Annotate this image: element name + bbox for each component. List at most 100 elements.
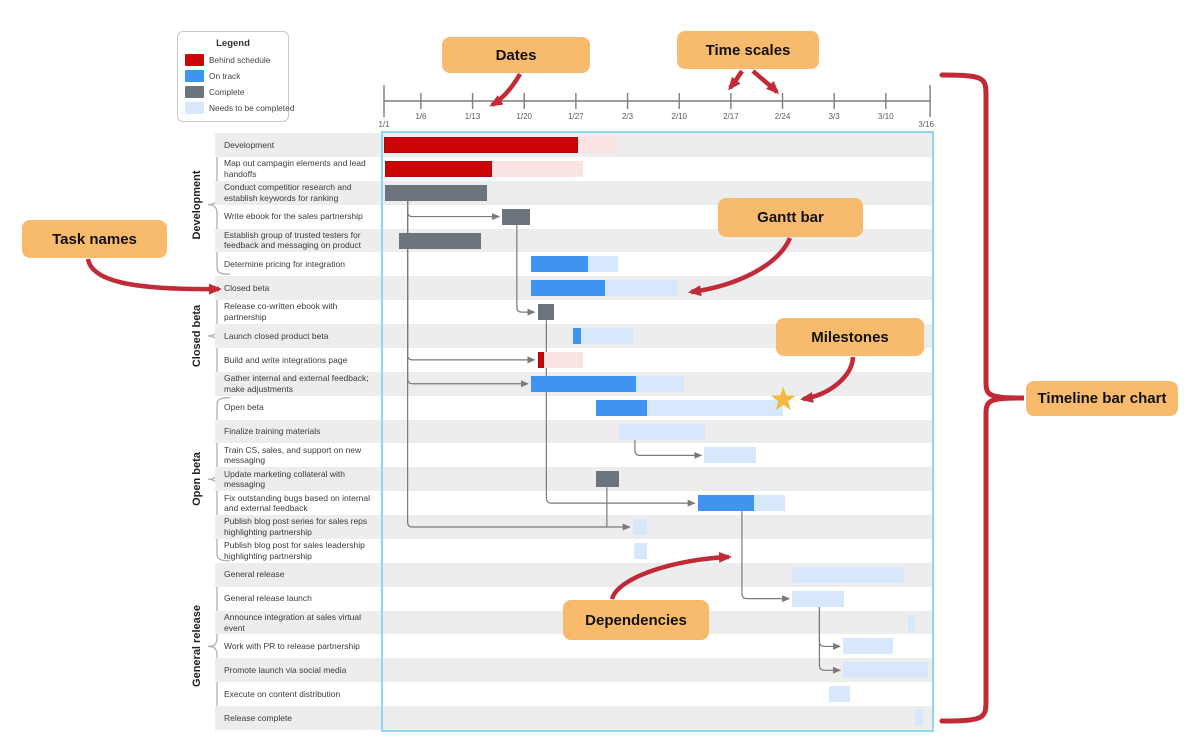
task-names-arrow xyxy=(85,258,222,295)
task-label: Gather internal and external feedback; m… xyxy=(224,373,369,394)
legend-swatch-ontrack xyxy=(185,70,204,82)
gantt-bar-todo xyxy=(587,256,618,273)
task-label: Release co-written ebook with partnershi… xyxy=(224,301,338,323)
task-label: Publish blog post series for sales reps … xyxy=(224,516,368,538)
gantt-bar-todo xyxy=(618,423,706,440)
chart-row xyxy=(383,467,932,492)
gantt-bar-todo xyxy=(792,590,844,607)
time-scales-arrow-left xyxy=(728,69,744,91)
gantt-bar-todo xyxy=(843,638,894,655)
legend-item: Complete xyxy=(185,86,281,98)
legend-item: Behind schedule xyxy=(185,54,281,66)
task-row: Announce integration at sales virtual ev… xyxy=(215,610,382,635)
gantt-bar-todo xyxy=(634,542,648,559)
gantt-bar-todo xyxy=(907,614,916,631)
gantt-bar-behind_light xyxy=(578,137,616,153)
group-label-open-beta: Open beta xyxy=(191,452,203,507)
legend-swatch-complete xyxy=(185,86,204,98)
legend-swatch-todo xyxy=(185,102,204,114)
task-row: Publish blog post series for sales reps … xyxy=(215,515,382,539)
time-scales-arrow-right xyxy=(751,69,780,95)
task-row: Conduct competitior research and establi… xyxy=(215,180,382,205)
task-label: General release xyxy=(224,569,285,580)
gantt-bar-todo xyxy=(581,328,633,345)
task-label: General release launch xyxy=(224,593,312,604)
axis-tick-label: 2/3 xyxy=(621,112,634,121)
legend-item: On track xyxy=(185,70,281,82)
gantt-bar-behind xyxy=(537,351,545,368)
task-label: Release complete xyxy=(224,712,293,723)
dependency-connector xyxy=(741,511,791,603)
dependency-connector xyxy=(634,439,703,459)
axis-tick-label: 2/24 xyxy=(774,112,791,121)
axis-tick-label: 2/10 xyxy=(671,112,687,121)
gantt-bar-complete xyxy=(385,184,488,201)
task-row: General release launch xyxy=(215,587,382,611)
callout-timeline-bar-chart: Timeline bar chart xyxy=(1026,381,1178,416)
callout-time-scales: Time scales xyxy=(677,31,819,69)
gantt-bar-complete xyxy=(399,232,482,249)
gantt-bar-behind xyxy=(384,137,579,153)
task-row: Development xyxy=(215,133,382,157)
gantt-bar-todo xyxy=(792,566,905,583)
gantt-bar-todo xyxy=(829,686,851,703)
gantt-bar-todo xyxy=(843,662,928,679)
task-label: Launch closed product beta xyxy=(224,330,329,341)
dependency-connector xyxy=(545,320,696,507)
task-label: Work with PR to release partnership xyxy=(224,641,360,652)
group-label-development: Development xyxy=(191,170,203,240)
task-row: Publish blog post for sales leadership h… xyxy=(215,539,382,563)
legend-item: Needs to be completed xyxy=(185,102,294,114)
task-row: Update marketing collateral with messagi… xyxy=(215,467,382,492)
gantt-bar-ontrack xyxy=(572,328,582,345)
task-label: Publish blog post for sales leadership h… xyxy=(224,540,365,561)
task-label: Promote launch via social media xyxy=(224,664,347,675)
task-row: Fix outstanding bugs based on internal a… xyxy=(215,491,382,515)
axis-tick-label: 3/16 xyxy=(918,120,934,129)
axis-tick-label: 2/17 xyxy=(723,112,739,121)
gantt-bar-behind xyxy=(385,160,492,177)
task-row: Determine pricing for integration xyxy=(215,252,382,276)
task-row: General release xyxy=(215,562,382,587)
task-label: Closed beta xyxy=(224,282,270,293)
gantt-bar-behind_light xyxy=(544,351,583,368)
callout-task-names: Task names xyxy=(22,220,167,258)
task-row: Release co-written ebook with partnershi… xyxy=(215,300,382,324)
gantt-bar-todo xyxy=(704,447,756,464)
gantt-bar-ontrack xyxy=(530,280,605,297)
task-row: Work with PR to release partnership xyxy=(215,634,382,658)
legend-title: Legend xyxy=(216,38,250,49)
task-label: Fix outstanding bugs based on internal a… xyxy=(224,492,371,514)
chart-row xyxy=(383,658,932,683)
task-label: Announce integration at sales virtual ev… xyxy=(224,611,362,633)
gantt-bar-todo xyxy=(635,375,685,392)
gantt-bar-complete xyxy=(537,304,555,321)
legend-label: Behind schedule xyxy=(209,55,271,65)
gantt-bar-complete xyxy=(595,471,619,488)
task-row: Closed beta xyxy=(215,276,382,301)
gantt-bar-todo xyxy=(604,280,678,297)
chart-row xyxy=(383,515,932,539)
gantt-bar-ontrack xyxy=(595,399,647,416)
task-row: Promote launch via social media xyxy=(215,658,382,683)
gantt-bar-todo xyxy=(646,399,784,416)
callout-milestones: Milestones xyxy=(776,318,924,356)
task-label: Determine pricing for integration xyxy=(224,259,345,270)
dependency-connector xyxy=(407,200,631,531)
gantt-bar-ontrack xyxy=(530,375,636,392)
gantt-bar-complete xyxy=(502,208,531,225)
task-label: Build and write integrations page xyxy=(224,354,348,365)
callout-dates: Dates xyxy=(442,37,590,73)
gantt-bar-ontrack xyxy=(697,495,755,512)
axis-tick-label: 1/27 xyxy=(568,112,584,121)
axis-tick-label: 3/10 xyxy=(878,112,894,121)
task-label: Execute on content distribution xyxy=(224,688,341,699)
task-label: Update marketing collateral with messagi… xyxy=(224,468,345,490)
task-row: Release complete xyxy=(215,706,382,730)
chart-row xyxy=(383,706,932,730)
axis-tick-label: 1/1 xyxy=(378,120,390,129)
gantt-bar-behind_light xyxy=(491,160,583,177)
legend-label: On track xyxy=(209,71,241,81)
